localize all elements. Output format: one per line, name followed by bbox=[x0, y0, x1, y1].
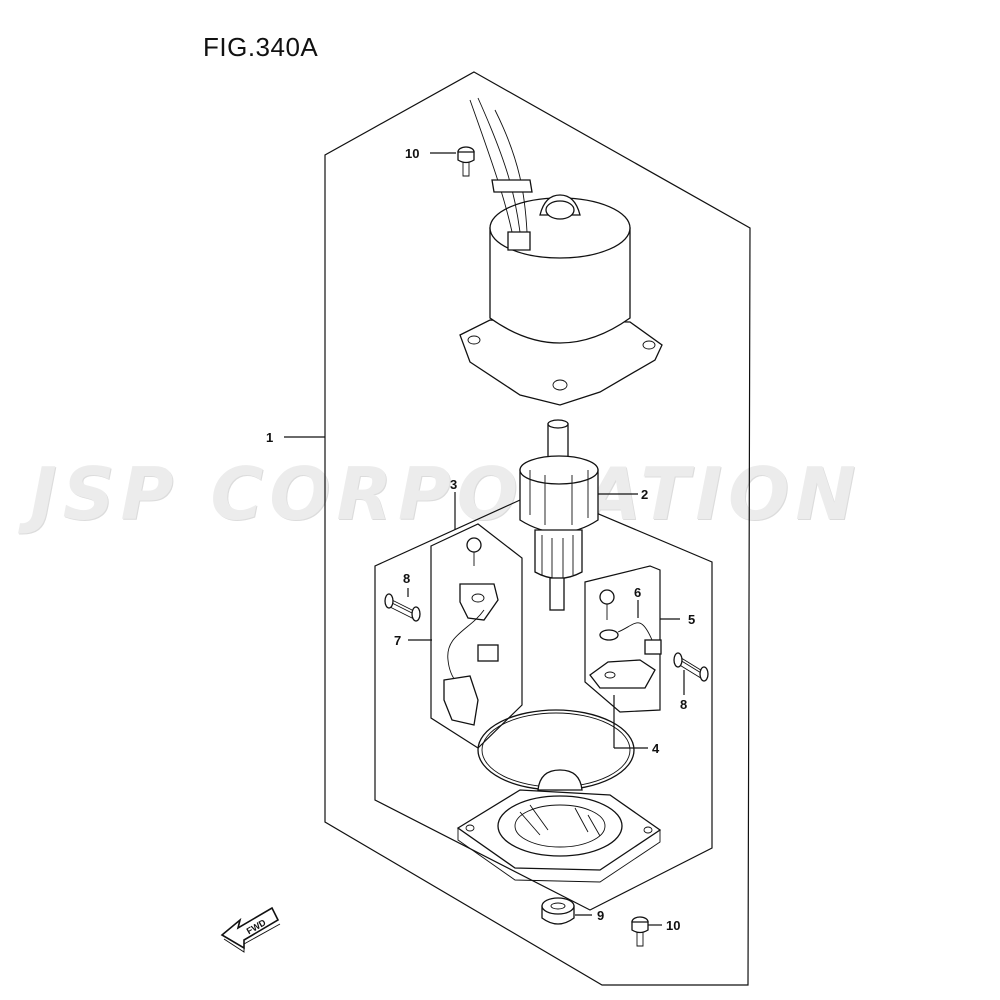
callout-9: 9 bbox=[597, 908, 604, 923]
motor-housing-icon bbox=[459, 97, 663, 406]
callout-8-left: 8 bbox=[403, 571, 410, 586]
callout-4: 4 bbox=[652, 741, 660, 756]
callout-5: 5 bbox=[688, 612, 695, 627]
callout-10-bottom: 10 bbox=[666, 918, 680, 933]
callout-7: 7 bbox=[394, 633, 401, 648]
brush-holder-left-icon bbox=[443, 537, 499, 726]
brush-holder-box bbox=[430, 523, 523, 749]
callout-2: 2 bbox=[641, 487, 648, 502]
spring-left-icon bbox=[384, 593, 421, 622]
brush-group-boundary bbox=[374, 489, 713, 911]
brush-set-right-icon bbox=[589, 589, 662, 689]
bushing-icon bbox=[541, 897, 575, 925]
screw-bottom-icon bbox=[631, 916, 649, 947]
callout-6: 6 bbox=[634, 585, 641, 600]
assembly-boundary bbox=[324, 71, 751, 986]
callout-8-right: 8 bbox=[680, 697, 687, 712]
callout-3: 3 bbox=[450, 477, 457, 492]
leader-lines bbox=[284, 152, 685, 926]
end-cap-icon bbox=[456, 769, 662, 883]
callout-10-top: 10 bbox=[405, 146, 419, 161]
figure-title: FIG.340A bbox=[203, 32, 319, 62]
watermark: JSP CORPORATION bbox=[30, 452, 862, 536]
screw-top-icon bbox=[457, 146, 475, 177]
callout-1: 1 bbox=[266, 430, 273, 445]
fwd-arrow-icon bbox=[220, 906, 281, 953]
spring-right-icon bbox=[673, 652, 709, 682]
brush-set-box bbox=[584, 565, 661, 713]
armature-icon bbox=[519, 419, 599, 611]
